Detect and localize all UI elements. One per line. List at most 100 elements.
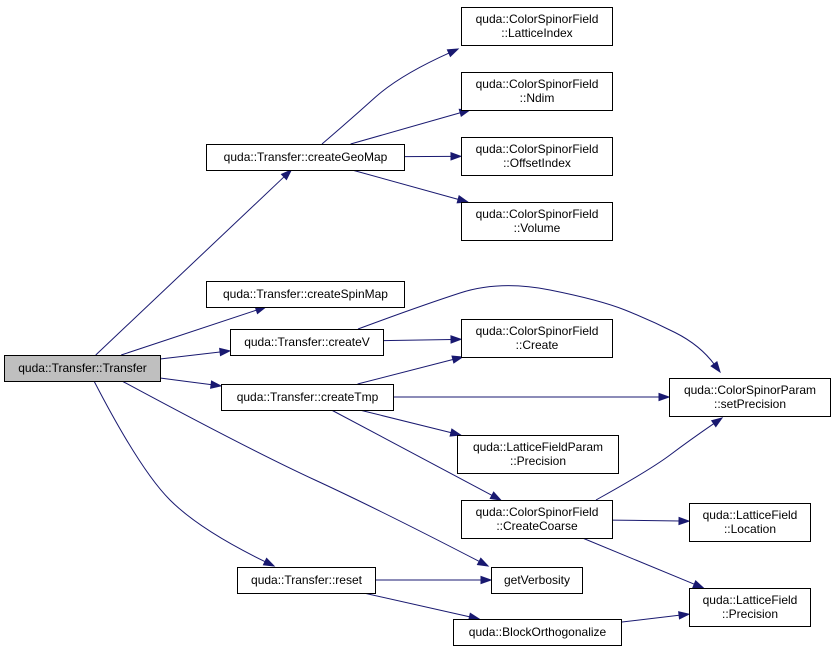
edge-createGeoMap-to-ndim bbox=[350, 108, 472, 145]
arrow-head-icon bbox=[692, 580, 705, 589]
node-box bbox=[491, 567, 583, 594]
node-getVerbosity[interactable]: getVerbosity bbox=[491, 567, 583, 594]
edge-reset-to-blockOrtho bbox=[363, 592, 481, 621]
node-label-line: quda::ColorSpinorField bbox=[476, 77, 599, 91]
node-createCoarse[interactable]: quda::ColorSpinorField::CreateCoarse bbox=[461, 500, 613, 539]
node-setPrecision[interactable]: quda::ColorSpinorParam::setPrecision bbox=[669, 378, 831, 417]
node-label-line: ::Location bbox=[724, 522, 776, 536]
edge-transfer-to-createTmp bbox=[159, 377, 223, 389]
arrow-head-icon bbox=[449, 428, 463, 437]
edge-transfer-to-createV bbox=[159, 347, 232, 360]
node-latticeIndex[interactable]: quda::ColorSpinorField::LatticeIndex bbox=[461, 7, 613, 46]
node-reset[interactable]: quda::Transfer::reset bbox=[237, 567, 376, 594]
node-box bbox=[206, 144, 405, 171]
edge-createV-to-setPrecision bbox=[357, 285, 721, 374]
arrow-head-icon bbox=[280, 168, 293, 181]
node-box bbox=[206, 281, 405, 308]
node-label-line: ::Precision bbox=[510, 454, 566, 468]
node-box bbox=[689, 588, 811, 627]
node-label-line: quda::ColorSpinorField bbox=[476, 324, 599, 338]
arrow-head-icon bbox=[678, 516, 691, 526]
arrow-head-icon bbox=[262, 557, 276, 567]
node-label-line: quda::ColorSpinorParam bbox=[684, 383, 816, 397]
node-label-line: ::Precision bbox=[722, 607, 778, 621]
node-ndim[interactable]: quda::ColorSpinorField::Ndim bbox=[461, 72, 613, 111]
edge-transfer-to-getVerbosity bbox=[121, 380, 490, 567]
node-createV[interactable]: quda::Transfer::createV bbox=[230, 329, 384, 356]
node-lfpPrecision[interactable]: quda::LatticeFieldParam::Precision bbox=[457, 435, 619, 474]
edge-createTmp-to-createCoarse bbox=[331, 409, 503, 501]
edge-transfer-to-reset bbox=[93, 380, 276, 567]
edge-createV-to-create bbox=[382, 335, 463, 344]
arrow-head-icon bbox=[678, 611, 691, 620]
node-label-line: ::setPrecision bbox=[714, 397, 786, 411]
arrow-head-icon bbox=[210, 380, 223, 389]
node-box bbox=[461, 72, 613, 111]
node-lfPrecision[interactable]: quda::LatticeField::Precision bbox=[689, 588, 811, 627]
node-label-line: quda::BlockOrthogonalize bbox=[469, 625, 607, 639]
node-box bbox=[461, 202, 613, 241]
node-box bbox=[461, 319, 613, 358]
node-box bbox=[689, 503, 811, 542]
node-volume[interactable]: quda::ColorSpinorField::Volume bbox=[461, 202, 613, 241]
node-createGeoMap[interactable]: quda::Transfer::createGeoMap bbox=[206, 144, 405, 171]
node-label-line: quda::Transfer::createTmp bbox=[237, 390, 379, 404]
arrow-head-icon bbox=[219, 347, 232, 357]
node-box bbox=[4, 355, 161, 382]
arrow-head-icon bbox=[489, 491, 503, 501]
node-label-line: quda::Transfer::Transfer bbox=[18, 361, 147, 375]
node-box bbox=[237, 567, 376, 594]
node-label-line: ::LatticeIndex bbox=[501, 26, 572, 40]
node-label-line: quda::ColorSpinorField bbox=[476, 207, 599, 221]
edge-createTmp-to-lfpPrecision bbox=[359, 409, 463, 437]
arrow-head-icon bbox=[710, 360, 721, 374]
arrow-head-icon bbox=[476, 557, 490, 567]
node-transfer: quda::Transfer::Transfer bbox=[4, 355, 161, 382]
node-location[interactable]: quda::LatticeField::Location bbox=[689, 503, 811, 542]
node-label-line: ::Volume bbox=[514, 221, 561, 235]
node-label-line: getVerbosity bbox=[504, 573, 570, 587]
edges-layer bbox=[93, 48, 724, 623]
arrow-head-icon bbox=[658, 392, 671, 402]
node-createSpinMap[interactable]: quda::Transfer::createSpinMap bbox=[206, 281, 405, 308]
node-blockOrtho[interactable]: quda::BlockOrthogonalize bbox=[453, 619, 622, 646]
edge-createCoarse-to-lfPrecision bbox=[582, 537, 705, 589]
node-label-line: quda::ColorSpinorField bbox=[476, 142, 599, 156]
node-create[interactable]: quda::ColorSpinorField::Create bbox=[461, 319, 613, 358]
node-label-line: ::Create bbox=[516, 338, 559, 352]
edge-createGeoMap-to-offsetIndex bbox=[403, 152, 463, 161]
edge-transfer-to-createGeoMap bbox=[95, 168, 293, 356]
node-createTmp[interactable]: quda::Transfer::createTmp bbox=[221, 384, 394, 411]
node-label-line: ::CreateCoarse bbox=[496, 519, 578, 533]
node-box bbox=[453, 619, 622, 646]
node-box bbox=[669, 378, 831, 417]
edge-createCoarse-to-location bbox=[611, 516, 691, 526]
node-label-line: quda::LatticeField bbox=[703, 508, 798, 522]
node-label-line: quda::Transfer::createGeoMap bbox=[224, 150, 388, 164]
edge-createTmp-to-create bbox=[357, 355, 465, 385]
node-box bbox=[221, 384, 394, 411]
edge-createCoarse-to-setPrecision bbox=[595, 417, 724, 501]
node-label-line: ::OffsetIndex bbox=[503, 156, 571, 170]
arrow-head-icon bbox=[456, 195, 470, 204]
node-box bbox=[230, 329, 384, 356]
node-label-line: quda::ColorSpinorField bbox=[476, 12, 599, 26]
node-offsetIndex[interactable]: quda::ColorSpinorField::OffsetIndex bbox=[461, 137, 613, 176]
arrow-head-icon bbox=[480, 575, 493, 585]
node-label-line: quda::Transfer::createV bbox=[244, 335, 370, 349]
edge-createGeoMap-to-latticeIndex bbox=[321, 48, 460, 145]
node-box bbox=[457, 435, 619, 474]
edge-createTmp-to-setPrecision bbox=[393, 392, 671, 402]
node-label-line: quda::ColorSpinorField bbox=[476, 505, 599, 519]
node-label-line: quda::Transfer::createSpinMap bbox=[223, 287, 388, 301]
arrow-head-icon bbox=[451, 355, 465, 364]
node-label-line: quda::LatticeFieldParam bbox=[473, 440, 603, 454]
arrow-head-icon bbox=[710, 417, 724, 428]
edge-blockOrtho-to-lfPrecision bbox=[620, 611, 691, 623]
node-box bbox=[461, 500, 613, 539]
node-label-line: quda::Transfer::reset bbox=[251, 573, 363, 587]
arrow-head-icon bbox=[446, 48, 460, 58]
edge-createGeoMap-to-volume bbox=[351, 169, 470, 204]
nodes-layer: quda::Transfer::Transferquda::Transfer::… bbox=[4, 7, 831, 646]
